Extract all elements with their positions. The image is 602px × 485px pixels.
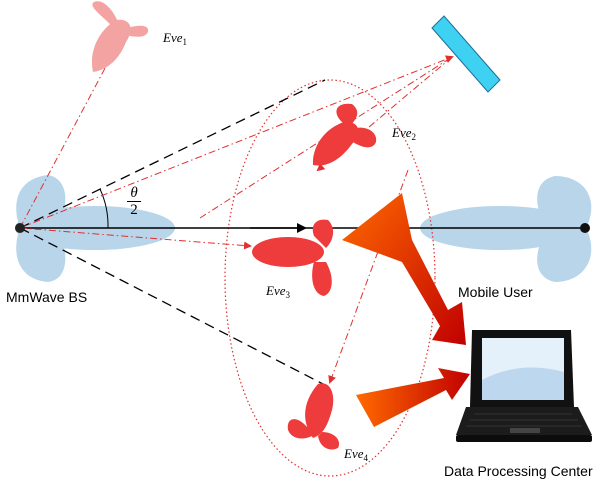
- eve4-pattern: [287, 383, 340, 450]
- bs-label: MmWave BS: [6, 289, 88, 305]
- signal-arrow-from-eve4: [356, 368, 470, 427]
- dpc-label: Data Processing Center: [444, 463, 593, 479]
- eve3-label-sub: 3: [285, 290, 290, 300]
- eve1-label-sub: 1: [182, 37, 187, 47]
- user-node: [580, 223, 590, 233]
- bs-node: [15, 223, 25, 233]
- eve3-label-base: Eve: [266, 283, 286, 298]
- eve2-pattern: [312, 103, 377, 166]
- angle-arc: [99, 188, 109, 229]
- eve4-label: Eve4: [344, 446, 368, 463]
- eve1-pattern: [91, 1, 149, 72]
- user-label: Mobile User: [458, 284, 533, 300]
- reflector: [431, 15, 501, 93]
- eve2-label-base: Eve: [392, 125, 412, 140]
- user-beam-pattern: [420, 176, 592, 282]
- angle-denominator: 2: [130, 202, 138, 218]
- eve1-label-base: Eve: [163, 30, 183, 45]
- signal-arrow-from-user-beam: [342, 193, 466, 345]
- eve1-label: Eve1: [163, 30, 187, 47]
- eve3-label: Eve3: [266, 283, 290, 300]
- eavesdropper-region-ellipse: [224, 79, 436, 477]
- eve3-pattern: [252, 219, 334, 296]
- eve4-label-base: Eve: [344, 446, 364, 461]
- sector-boundary-lower: [19, 227, 326, 386]
- eve2-label-sub: 2: [411, 132, 416, 142]
- eve4-label-sub: 4: [363, 453, 368, 463]
- eve2-label: Eve2: [392, 125, 416, 142]
- angle-label: θ 2: [127, 185, 141, 218]
- angle-numerator: θ: [127, 185, 141, 202]
- laptop-icon: [456, 330, 592, 442]
- sector-boundary-upper: [19, 79, 326, 229]
